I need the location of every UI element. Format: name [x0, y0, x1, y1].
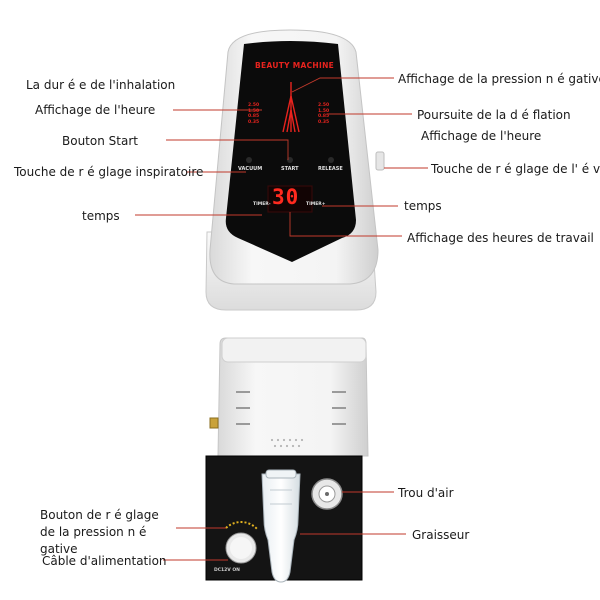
speaker-grille [270, 438, 304, 448]
label-negative-pressure-display: Affichage de la pression n é gative [398, 72, 600, 86]
reading: 0.85 [318, 114, 330, 119]
label-lubricator: Graisseur [412, 528, 470, 542]
reading: 2.50 [248, 103, 260, 108]
start-button [287, 157, 293, 163]
timer-display-box [267, 185, 313, 213]
vacuum-button [246, 157, 252, 163]
device-rear-view [205, 337, 369, 583]
power-rating-label: DC12V ON [214, 568, 240, 573]
label-start-button: Bouton Start [62, 134, 138, 148]
reading: 0.85 [248, 114, 260, 119]
start-label: START [281, 166, 299, 172]
release-label: RELEASE [318, 166, 343, 172]
rear-top-lip [221, 337, 367, 363]
release-side-knob [375, 151, 385, 171]
label-suction-key: Touche de r é glage inspiratoire [14, 165, 204, 179]
brand-label: BEAUTY MACHINE [255, 61, 335, 70]
pressure-indicator-icon [282, 82, 300, 133]
front-screen [225, 41, 356, 262]
label-time-left: temps [82, 209, 120, 223]
label-time-right: temps [404, 199, 442, 213]
reading: 2.50 [318, 103, 330, 108]
reading: 0.35 [318, 119, 330, 125]
label-negative-pressure-knob: Bouton de r é glage de la pression n é g… [40, 508, 159, 556]
label-time-display-right: Affichage de l'heure [421, 129, 542, 143]
side-connector [209, 417, 219, 429]
pressure-knob [225, 521, 259, 564]
reading: 1.50 [318, 108, 330, 114]
reading: 0.35 [248, 119, 260, 125]
air-hole-fitting [311, 478, 343, 510]
timer-plus-label: TIMER+ [306, 202, 326, 207]
right-readings: 2.50 1.50 0.85 0.35 [318, 103, 340, 125]
timer-minus-label: TIMER- [253, 202, 271, 207]
lubricator-cup [261, 469, 301, 583]
vent-slots-right [332, 391, 346, 425]
label-work-hours-display: Affichage des heures de travail [407, 231, 594, 245]
label-air-hole: Trou d'air [398, 486, 454, 500]
reading: 1.50 [248, 108, 260, 114]
label-power-cable: Câble d'alimentation [42, 554, 167, 568]
left-readings: 2.50 1.50 0.85 0.35 [248, 103, 270, 125]
release-button [328, 157, 334, 163]
label-deflation-tracking: Poursuite de la d é flation [417, 108, 571, 122]
label-inhalation-duration: La dur é e de l'inhalation [26, 78, 176, 92]
timer-display: 30 [272, 185, 300, 209]
device-front-view [205, 29, 385, 311]
rear-housing [217, 337, 369, 457]
label-time-display-left: Affichage de l'heure [35, 103, 156, 117]
leader-lines [135, 77, 428, 561]
label-vent-key: Touche de r é glage de l' é vent [431, 162, 600, 176]
vent-slots-left [236, 391, 250, 425]
vacuum-label: VACUUM [238, 166, 263, 172]
